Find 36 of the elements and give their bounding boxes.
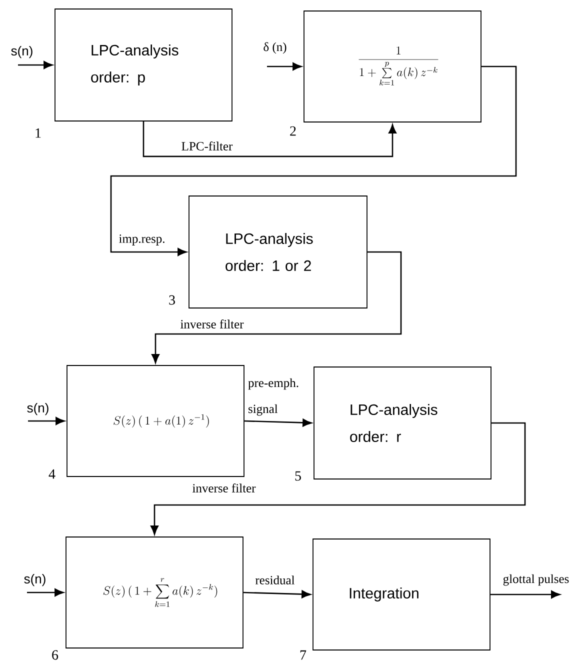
process-box: Integration — [312, 538, 490, 650]
edge-label: s(n) — [22, 572, 48, 588]
transfer-function-box: $S(z)\,(\,1 + a(1)\, z^{-1})$ — [66, 365, 244, 477]
arrow — [28, 417, 65, 425]
edge-label: LPC-filter — [180, 140, 234, 152]
edge-label: s(n) — [26, 402, 50, 416]
edge-label: inverse filter — [191, 482, 257, 494]
arrow — [142, 121, 396, 158]
transfer-function-box: $S(z)\,(\,1 + \sum\limits_{k=1}^{r} a(k)\, z^{-k})$ — [66, 536, 244, 648]
box-number: 7 — [300, 650, 306, 660]
edge-label: glottal pulses — [502, 573, 570, 587]
edge-label: s(n) — [10, 44, 34, 60]
edge-label: pre-emph. signal — [247, 377, 311, 417]
box-number: 6 — [52, 650, 58, 660]
arrow — [267, 62, 302, 70]
arrow — [27, 588, 64, 596]
box-number: 3 — [169, 295, 175, 305]
arrow — [152, 251, 402, 364]
arrow — [243, 590, 311, 598]
process-box: LPC-analysis order: r — [314, 366, 492, 480]
edge-label: residual — [254, 574, 296, 586]
edge-label: δ (n) — [262, 41, 288, 55]
edge-label: inverse filter — [179, 318, 245, 330]
arrow — [110, 66, 517, 256]
box-number: 2 — [290, 126, 296, 136]
box-number: 5 — [295, 471, 301, 481]
box-number: 1 — [36, 128, 41, 138]
process-box: LPC-analysis order: p — [54, 8, 232, 122]
process-box: LPC-analysis order: 1 or 2 — [188, 196, 368, 308]
edge-label: imp.resp. — [118, 234, 166, 246]
arrow — [150, 422, 526, 535]
transfer-function-box: $\frac{1}{1 + \sum\limits_{k=1}^{p} a(k)\, z^{-k}}$ — [304, 10, 482, 122]
box-number: 4 — [48, 469, 56, 479]
arrow — [490, 590, 560, 598]
arrow — [244, 418, 312, 427]
arrow — [18, 61, 53, 69]
